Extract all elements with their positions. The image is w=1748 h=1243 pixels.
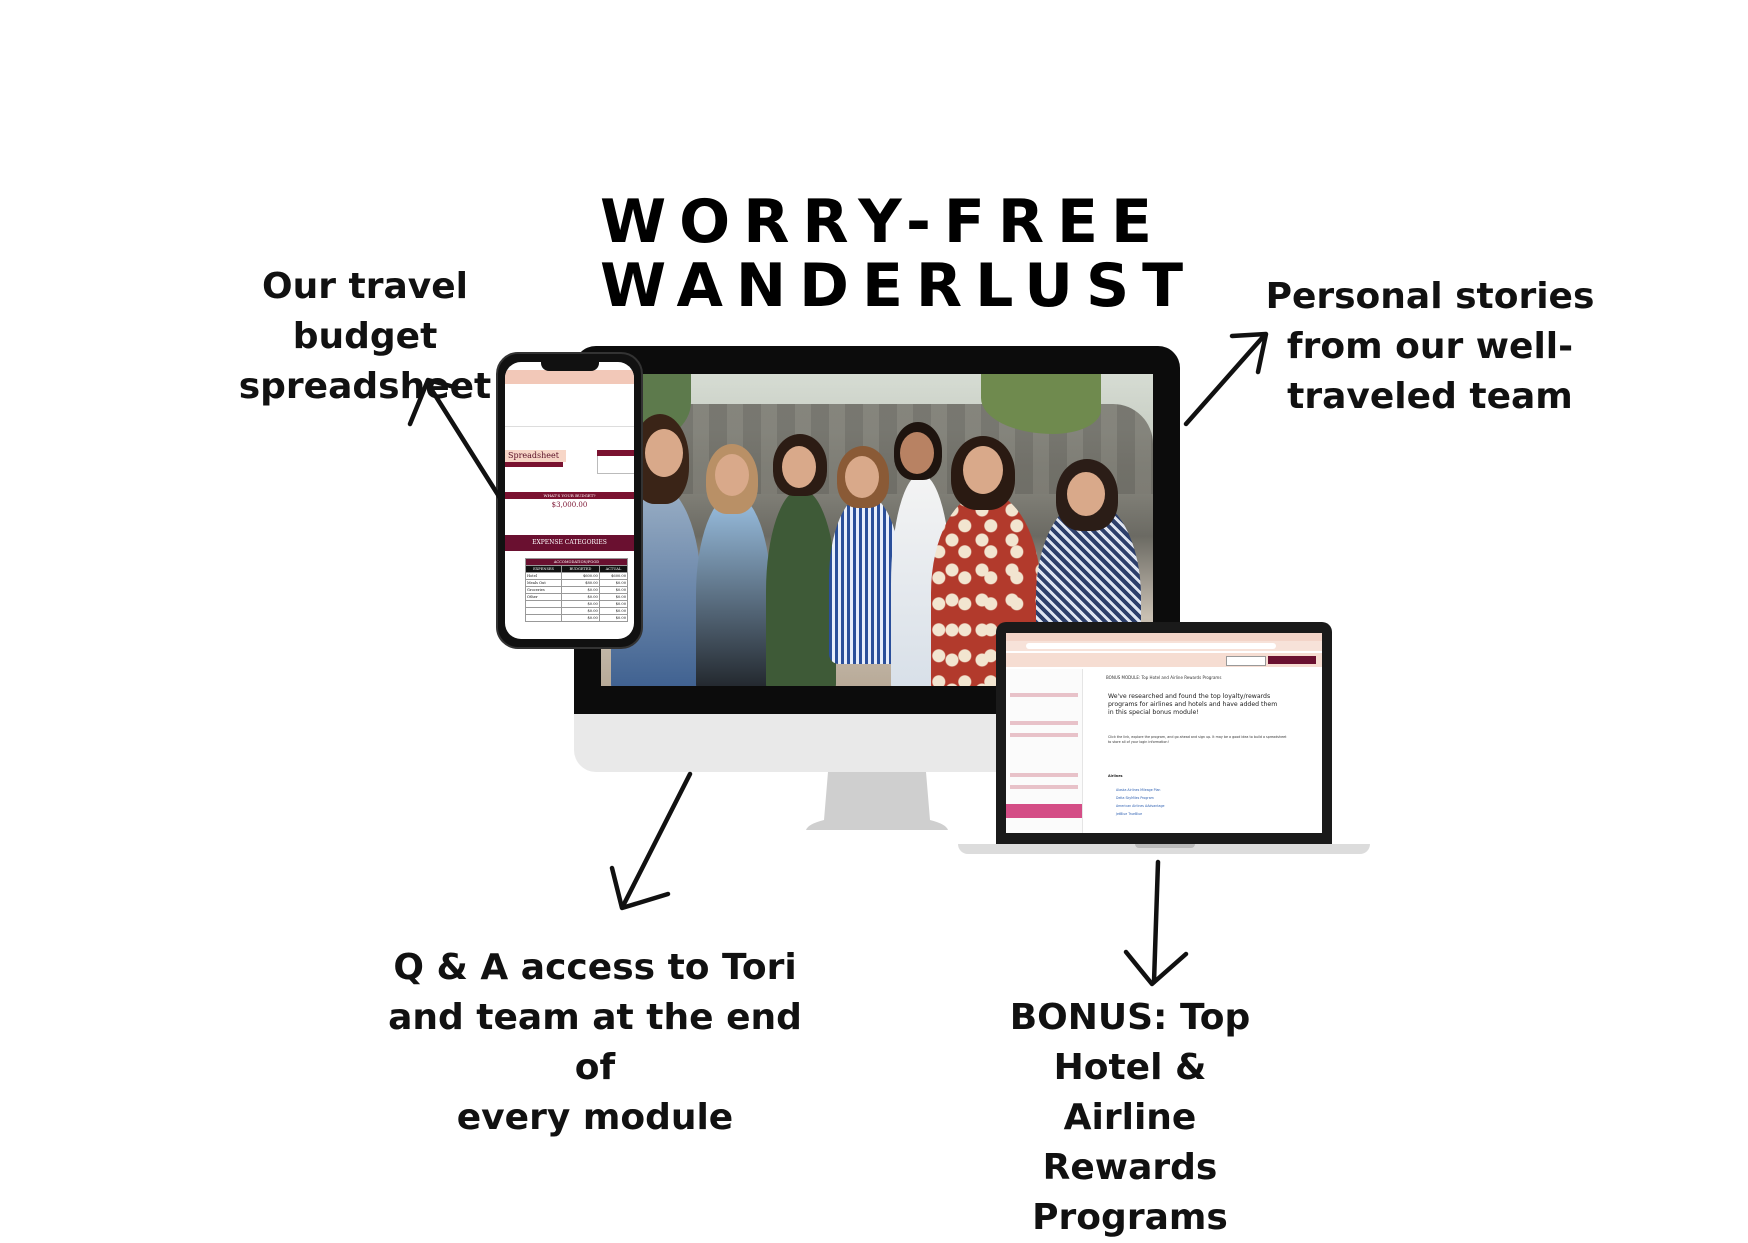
phone-notch bbox=[541, 362, 599, 371]
sidebar-item bbox=[1010, 721, 1078, 725]
complete-continue-button bbox=[1268, 656, 1316, 664]
laptop-base bbox=[958, 844, 1370, 854]
rewards-link: Alaska Airlines Mileage Plan bbox=[1116, 788, 1161, 792]
spreadsheet-label-bar bbox=[505, 462, 563, 467]
rewards-link: American Airlines AAdvantage bbox=[1116, 804, 1165, 808]
title-line-2: WANDERLUST bbox=[600, 251, 1197, 321]
spreadsheet-toolbar bbox=[505, 420, 634, 427]
page-title: WORRY-FREE WANDERLUST bbox=[600, 187, 1197, 321]
sidebar-item bbox=[1010, 785, 1078, 789]
person-4 bbox=[829, 494, 901, 664]
person-6-face bbox=[963, 446, 1003, 494]
module-lead-text: We've researched and found the top loyal… bbox=[1108, 693, 1278, 716]
monitor-stand bbox=[806, 772, 948, 830]
browser-tab-bar bbox=[1006, 633, 1322, 641]
person-7-face bbox=[1067, 472, 1105, 516]
table-cell: $0.00 bbox=[598, 614, 629, 622]
sidebar-item bbox=[1010, 693, 1078, 697]
phone-mockup: Spreadsheet WHAT'S YOUR BUDGET? $3,000.0… bbox=[496, 352, 643, 649]
browser-url-field bbox=[1026, 643, 1276, 649]
callout-qa-access: Q & A access to Tori and team at the end… bbox=[388, 947, 802, 1138]
airlines-heading: Airlines bbox=[1108, 774, 1123, 778]
person-1-face bbox=[645, 429, 683, 477]
laptop-notch bbox=[1135, 844, 1195, 848]
arrow-to-budget-icon bbox=[407, 377, 503, 501]
rewards-link: JetBlue TrueBlue bbox=[1116, 812, 1143, 816]
person-3-face bbox=[782, 446, 816, 488]
spreadsheet-top-bar bbox=[505, 370, 634, 384]
callout-bonus-rewards: BONUS: Top Hotel & Airline Rewards Progr… bbox=[1009, 997, 1251, 1238]
sidebar-item-active bbox=[1006, 804, 1082, 818]
sidebar-item bbox=[1010, 733, 1078, 737]
person-2 bbox=[696, 494, 771, 686]
arrow-to-stories-icon bbox=[1183, 331, 1269, 427]
arrow-to-qa-icon bbox=[609, 771, 693, 911]
budget-value: $3,000.00 bbox=[551, 501, 588, 509]
budget-heading: WHAT'S YOUR BUDGET? bbox=[505, 492, 634, 499]
budget-spreadsheet-screen: Spreadsheet WHAT'S YOUR BUDGET? $3,000.0… bbox=[505, 362, 634, 639]
rewards-link: Delta SkyMiles Program bbox=[1116, 796, 1154, 800]
previous-lecture-button bbox=[1226, 656, 1266, 666]
arrow-to-bonus-icon bbox=[1123, 859, 1189, 987]
expense-table: ACCOMODATION/FOOD EXPENSES BUDGETED ACTU… bbox=[524, 558, 629, 622]
title-line-1: WORRY-FREE bbox=[600, 187, 1165, 257]
sidebar-item bbox=[1010, 773, 1078, 777]
table-cell bbox=[524, 614, 563, 622]
course-sidebar bbox=[1006, 669, 1083, 833]
person-5-face bbox=[900, 432, 934, 474]
expense-categories-heading: EXPENSE CATEGORIES bbox=[505, 535, 634, 551]
module-title: BONUS MODULE: Top Hotel and Airline Rewa… bbox=[1106, 675, 1222, 680]
module-body-text: Click the link, explore the program, and… bbox=[1108, 735, 1287, 744]
spreadsheet-label: Spreadsheet bbox=[505, 450, 566, 462]
person-2-face bbox=[715, 454, 749, 496]
course-module-screen: BONUS MODULE: Top Hotel and Airline Rewa… bbox=[1006, 633, 1322, 833]
person-3 bbox=[766, 489, 836, 686]
callout-personal-stories: Personal stories from our well- traveled… bbox=[1265, 276, 1595, 417]
laptop-mockup: BONUS MODULE: Top Hotel and Airline Rewa… bbox=[996, 622, 1332, 844]
table-row: $0.00 $0.00 bbox=[524, 614, 629, 622]
person-4-face bbox=[845, 456, 879, 498]
spreadsheet-cell-box-header bbox=[597, 450, 634, 456]
